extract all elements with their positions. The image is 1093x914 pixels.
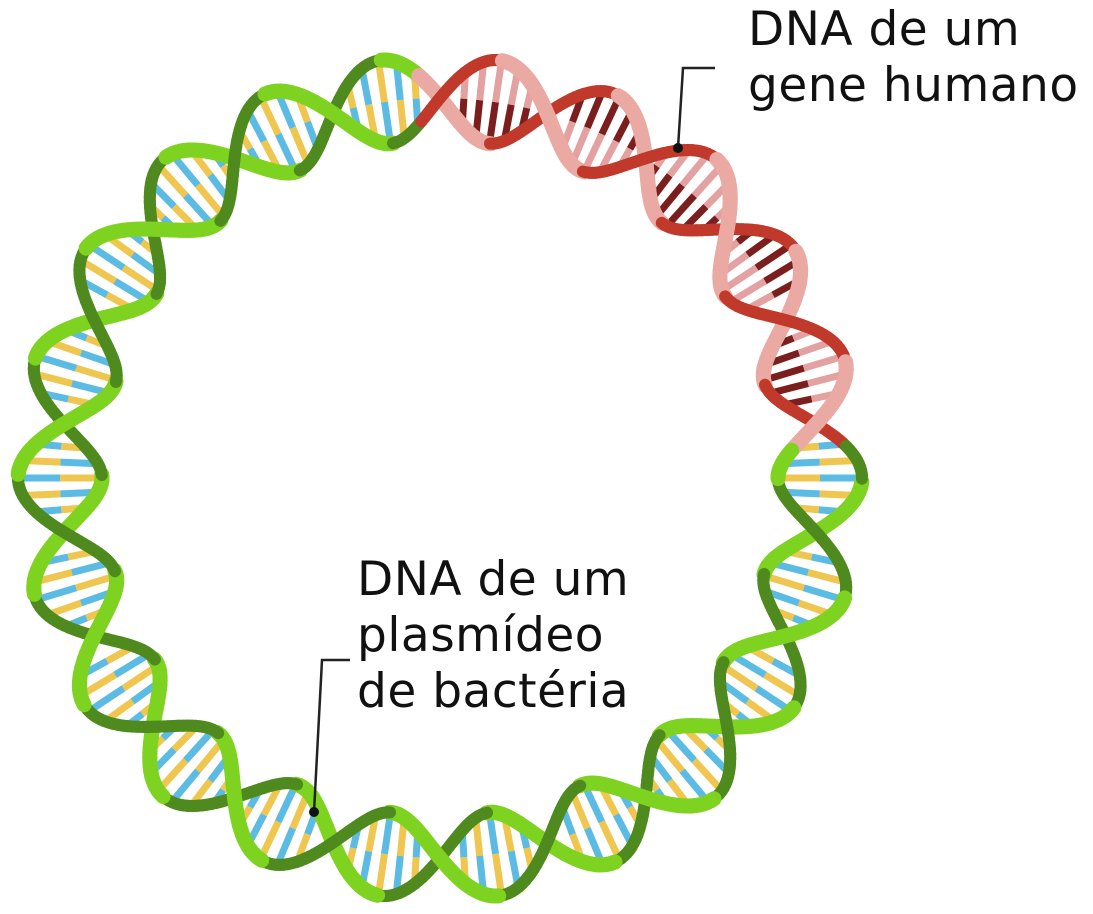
leader-dot-human-gene	[673, 143, 683, 153]
plasmid-label-line-1: DNA de um	[357, 552, 629, 608]
human-gene-label-line-2: gene humano	[748, 58, 1079, 114]
human-base-pair	[804, 356, 844, 368]
plasmid-base-pair	[36, 588, 76, 600]
plasmid-base-pair	[261, 97, 279, 135]
human-gene-label-line-1: DNA de um	[748, 2, 1079, 58]
leader-line-human-gene	[678, 68, 715, 148]
leader-line-plasmid	[314, 660, 350, 812]
plasmid-label-line-2: plasmídeo	[357, 608, 629, 664]
human-gene-label: DNA de um gene humano	[748, 2, 1079, 114]
plasmid-label-line-3: de bactéria	[357, 664, 629, 720]
plasmid-label: DNA de um plasmídeo de bactéria	[357, 552, 629, 720]
plasmid-base-pair	[602, 822, 620, 860]
leader-dot-plasmid	[309, 807, 319, 817]
